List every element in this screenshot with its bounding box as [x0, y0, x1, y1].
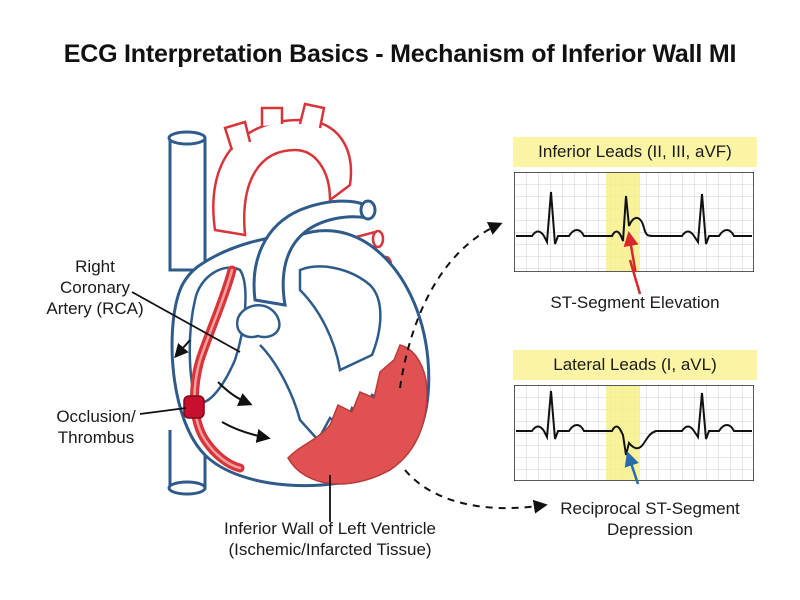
- page-title: ECG Interpretation Basics - Mechanism of…: [63, 40, 737, 68]
- inferior-ecg-strip: [514, 172, 754, 272]
- st-depression-label-line2: Depression: [607, 520, 693, 539]
- st-elevation-label: ST-Segment Elevation: [550, 293, 720, 312]
- rca-label-line3: Artery (RCA): [46, 299, 144, 318]
- lateral-leads-header: Lateral Leads (I, aVL): [513, 350, 757, 380]
- rca-label-line2: Coronary: [60, 278, 130, 297]
- connector-to-lateral: [404, 469, 548, 514]
- inferior-st-highlight: [606, 173, 640, 271]
- inferior-wall-label: Inferior Wall of Left Ventricle (Ischemi…: [175, 518, 485, 560]
- ivc-opening: [167, 480, 207, 496]
- arch-branch-1: [223, 120, 252, 151]
- arch-branch-3: [298, 102, 326, 129]
- inferior-wall-label-line1: Inferior Wall of Left Ventricle: [224, 519, 436, 538]
- superior-vena-cava: [168, 138, 207, 272]
- occlusion-thrombus: [183, 395, 205, 419]
- right-atrium-outline: [188, 266, 247, 404]
- arch-branch-2: [260, 106, 284, 126]
- flow-arrow-3: [221, 421, 271, 443]
- svc-opening: [167, 130, 207, 146]
- rca-label-line1: Right: [75, 257, 115, 276]
- occlusion-label: Occlusion/ Thrombus: [46, 406, 146, 448]
- st-elevation-arrow: [623, 231, 639, 272]
- pulmonary-branch-opening: [359, 199, 377, 221]
- st-depression-label-line1: Reciprocal ST-Segment: [560, 499, 740, 518]
- inferior-wall-label-line2: (Ischemic/Infarcted Tissue): [228, 540, 432, 559]
- inferior-ecg-trace: [516, 191, 752, 246]
- infarct-region: [287, 344, 428, 485]
- st-depression-arrow: [624, 451, 640, 485]
- occlusion-label-line1: Occlusion/: [56, 407, 136, 426]
- inferior-leads-header: Inferior Leads (II, III, aVF): [513, 137, 757, 167]
- occlusion-label-line2: Thrombus: [57, 428, 135, 447]
- rca-leader-line: [131, 291, 241, 353]
- lateral-ecg-trace: [516, 390, 752, 456]
- occlusion-leader-line: [139, 407, 187, 415]
- rca-label: Right Coronary Artery (RCA): [40, 256, 150, 319]
- septum-outline: [298, 265, 382, 372]
- st-depression-label: Reciprocal ST-Segment Depression: [540, 498, 760, 540]
- flow-arrow-2: [217, 381, 253, 407]
- flow-arrow-1: [174, 339, 191, 359]
- st-elevation-arrow-tail: [628, 259, 642, 295]
- valve-ring: [235, 304, 281, 339]
